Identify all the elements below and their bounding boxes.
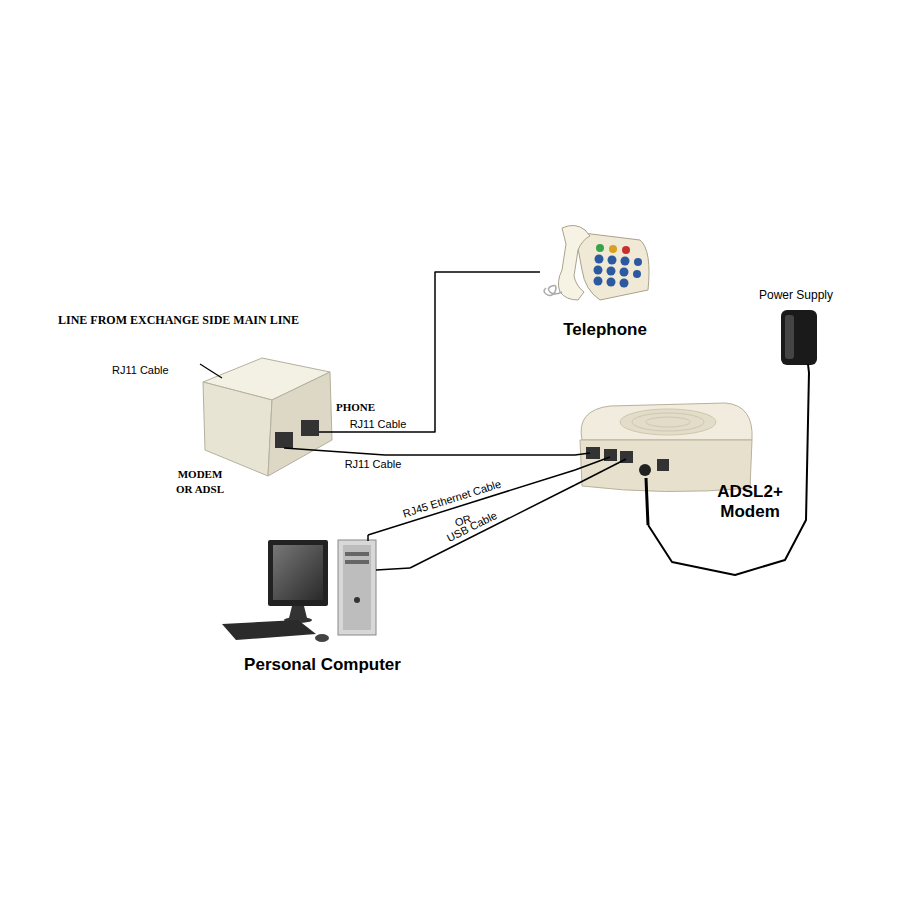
cable <box>367 535 369 541</box>
splitter-side <box>203 382 272 476</box>
adapter-highlight <box>785 315 794 359</box>
cable <box>319 431 385 433</box>
device-label: ADSL2+ Modem <box>710 482 790 522</box>
key <box>621 257 630 266</box>
key <box>634 258 642 266</box>
cable <box>808 364 809 373</box>
grille <box>620 409 716 435</box>
key <box>620 279 629 288</box>
mouse <box>315 634 329 642</box>
key <box>607 267 616 276</box>
power-adapter-illustration <box>781 310 817 373</box>
device-label: Power Supply <box>741 288 851 302</box>
drive-slot <box>345 560 369 564</box>
key <box>622 246 630 254</box>
computer-node: Personal Computer <box>235 535 410 675</box>
port-label: MODEM OR ADSL <box>175 467 225 497</box>
port-label: PHONE <box>336 401 375 414</box>
splitter-node: PHONE MODEM OR ADSL <box>170 355 385 510</box>
key <box>596 244 604 252</box>
computer-illustration <box>222 535 410 642</box>
telephone-node: Telephone <box>540 215 670 340</box>
cable-label: RJ11 Cable <box>350 418 407 431</box>
tower <box>338 540 376 635</box>
device-label: Telephone <box>540 320 670 340</box>
power-button <box>354 597 360 603</box>
power-supply-node: Power Supply <box>741 288 851 373</box>
grille <box>632 413 704 431</box>
splitter-front <box>268 372 332 476</box>
keyboard <box>222 620 316 640</box>
device-label: Personal Computer <box>215 655 430 675</box>
cable-connector <box>648 373 809 575</box>
cable <box>575 457 610 470</box>
cable <box>646 478 648 525</box>
key <box>595 255 604 264</box>
monitor-stand <box>289 606 307 618</box>
cable-connector <box>385 272 540 432</box>
cable-connector <box>385 454 575 456</box>
modem-top <box>581 403 752 440</box>
cable-label: RJ11 Cable <box>112 364 169 377</box>
phone-cord <box>544 286 562 296</box>
key <box>620 268 629 277</box>
cable <box>575 453 590 455</box>
key <box>608 256 617 265</box>
port <box>275 432 293 448</box>
monitor <box>268 540 328 606</box>
cable <box>376 568 410 570</box>
key <box>607 278 616 287</box>
cable-label: RJ11 Cable <box>345 457 402 470</box>
key <box>594 266 603 275</box>
tower-panel <box>343 545 371 630</box>
phone-handset <box>558 225 590 300</box>
drive-slot <box>345 552 369 556</box>
leader-line <box>200 364 222 378</box>
adapter-body <box>781 310 817 365</box>
phone-base <box>575 232 649 300</box>
key <box>633 270 641 278</box>
cable <box>575 459 626 485</box>
port <box>301 420 319 436</box>
modem-node: ADSL2+ Modem <box>575 400 790 525</box>
screen <box>273 545 323 600</box>
note-text: LINE FROM EXCHANGE SIDE MAIN LINE <box>58 313 258 327</box>
key <box>594 277 603 286</box>
cable <box>284 448 385 455</box>
port <box>657 459 669 471</box>
key <box>609 245 617 253</box>
telephone-illustration <box>544 225 649 300</box>
power-jack <box>639 464 651 476</box>
grille <box>646 417 690 427</box>
